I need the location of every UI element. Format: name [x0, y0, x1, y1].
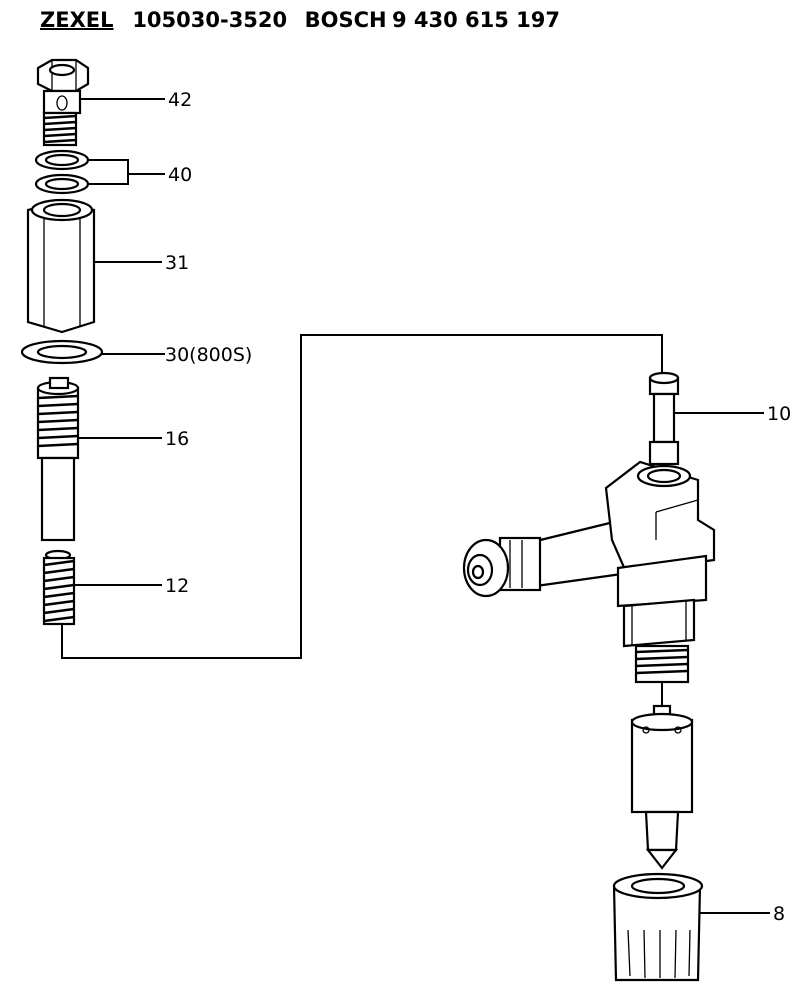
bosch-part-number: 9 430 615 197: [391, 8, 560, 32]
brand-bosch: BOSCH: [304, 8, 387, 32]
part-30-washer: [20, 339, 104, 365]
part-42-bolt: [36, 58, 90, 147]
label-part-42: 42: [168, 89, 192, 111]
label-part-30: 30(800S): [165, 344, 252, 366]
nozzle-assembly: [630, 704, 694, 870]
label-part-31: 31: [165, 252, 189, 274]
label-part-8: 8: [773, 903, 785, 925]
part-8-retaining-nut: [612, 872, 704, 982]
label-part-16: 16: [165, 428, 189, 450]
assembly-connector-line: [61, 334, 663, 659]
brand-zexel: ZEXEL: [40, 8, 114, 32]
diagram-header: ZEXEL 105030-3520 BOSCH 9 430 615 197: [40, 8, 560, 42]
label-part-40: 40: [168, 164, 192, 186]
label-part-12: 12: [165, 575, 189, 597]
part-40-washers: [34, 149, 90, 195]
label-part-10: 10: [767, 403, 791, 425]
part-16-holder-body: [36, 376, 80, 542]
leader-40: [88, 159, 129, 185]
part-10-injector-body: [462, 371, 716, 706]
part-12-spring: [42, 549, 76, 626]
part-31-nut: [26, 198, 96, 334]
zexel-part-number: 105030-3520: [132, 8, 288, 32]
